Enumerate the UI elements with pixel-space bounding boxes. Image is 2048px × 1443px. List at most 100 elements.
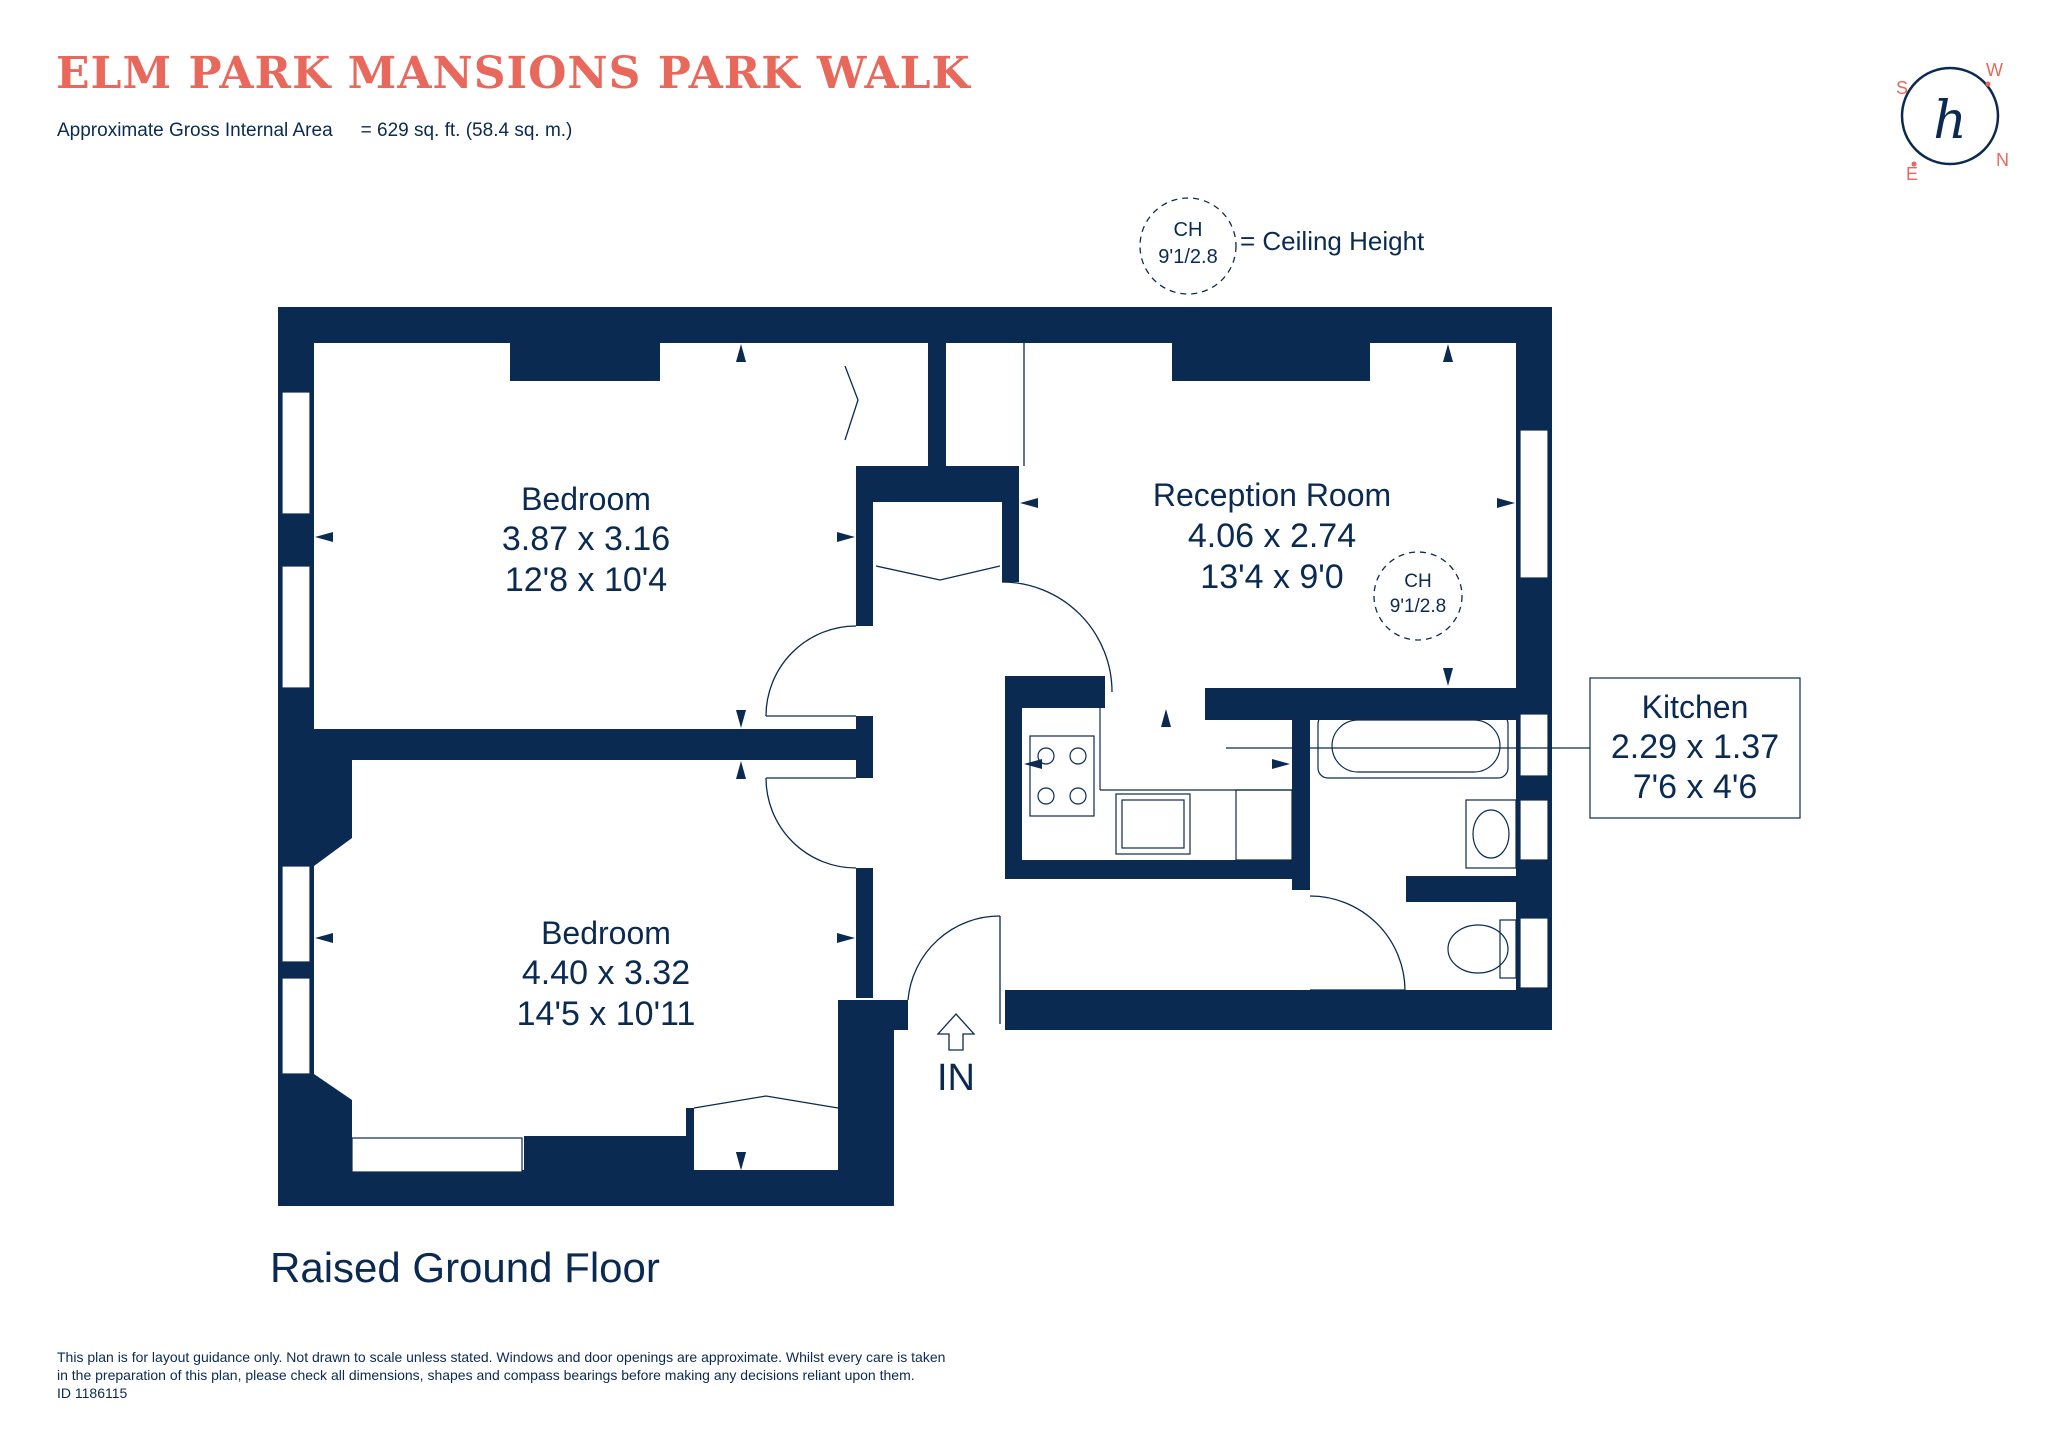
area-value: = 629 sq. ft. (58.4 sq. m.) [360, 120, 573, 141]
window-kitchen [1519, 713, 1549, 777]
window-bath-lower [1519, 917, 1549, 989]
fixtures [1029, 708, 1590, 979]
disclaimer-line-2: in the preparation of this plan, please … [57, 1367, 915, 1383]
wall-closet-right [1002, 466, 1019, 582]
reception-ceiling-height: CH 9'1/2.8 [1373, 551, 1463, 641]
room-label-reception: Reception Room 4.06 x 2.74 13'4 x 9'0 [1153, 477, 1391, 596]
fridge [1235, 789, 1293, 861]
hob-ring-1 [1037, 747, 1055, 765]
window-bedroom1-upper [281, 391, 311, 515]
door-bedroom1 [765, 625, 857, 717]
bath-basin-bowl [1472, 809, 1510, 859]
toilet-cistern [1499, 919, 1517, 979]
room-imperial: 12'8 x 10'4 [505, 561, 667, 599]
closet-wall-small [686, 1108, 694, 1172]
wall-kitchen-top-right [1205, 688, 1552, 720]
compass-letter-s: S [1896, 78, 1908, 98]
arrow-b2-right [837, 933, 855, 943]
compass-letter-e: E [1906, 164, 1918, 184]
compass-dot-w [1985, 81, 1991, 87]
compass-letter-n: N [1996, 150, 2009, 170]
wall-corridor-left-lower [856, 868, 873, 998]
chimney-breast-upper-left [510, 343, 660, 381]
wall-kitchen-left [1005, 676, 1022, 879]
room-label-bedroom-1: Bedroom 3.87 x 3.16 12'8 x 10'4 [502, 481, 670, 599]
wall-bathroom-stub [1406, 876, 1552, 902]
wall-bottom-left [278, 1170, 893, 1206]
ceiling-height-legend: CH 9'1/2.8 = Ceiling Height [1139, 197, 1425, 295]
arrow-b1-right [837, 532, 855, 542]
arrow-b2-left [315, 933, 333, 943]
room-metric: 2.29 x 1.37 [1611, 728, 1779, 766]
kitchen-sink [1115, 793, 1191, 855]
wall-corridor-left-upper [856, 466, 873, 626]
wall-kitchen-bottom [1005, 860, 1310, 879]
window-bath-upper [1519, 799, 1549, 861]
door-reception [1001, 581, 1113, 693]
reception-ch-label: CH [1404, 571, 1431, 592]
bay-wall-upper [314, 760, 352, 866]
plan-id: ID 1186115 [57, 1385, 128, 1401]
kitchen-label-box [1589, 677, 1801, 819]
room-metric: 4.06 x 2.74 [1188, 517, 1356, 555]
room-imperial: 14'5 x 10'11 [517, 995, 696, 1033]
arrow-b1-top [736, 344, 746, 362]
reception-ch-circle [1373, 551, 1463, 641]
ch-legend-circle [1139, 197, 1237, 295]
wall-top [278, 307, 1552, 343]
room-name: Bedroom [541, 915, 671, 951]
arrow-b1-bottom [736, 710, 746, 728]
chimney-breast-lower [524, 1136, 694, 1172]
window-bottom [351, 1137, 523, 1173]
area-label: Approximate Gross Internal Area [57, 120, 333, 141]
arrow-r-top [1443, 344, 1453, 362]
toilet-bowl [1447, 924, 1509, 974]
ch-legend-value: 9'1/2.8 [1158, 246, 1217, 268]
room-label-kitchen: Kitchen 2.29 x 1.37 7'6 x 4'6 [1589, 677, 1801, 819]
disclaimer-line-1: This plan is for layout guidance only. N… [57, 1349, 946, 1365]
door-wardrobe [844, 365, 859, 441]
walls [278, 307, 1552, 1206]
closet-wall-small-right [838, 1108, 846, 1172]
arrow-r-right [1497, 498, 1515, 508]
compass-logo: S W E N h [1896, 60, 2009, 184]
room-name: Bedroom [521, 481, 651, 517]
door-bottom-closet [693, 1095, 839, 1109]
window-bedroom1-lower [281, 565, 311, 689]
entrance-label: IN [937, 1057, 975, 1099]
bath-basin [1465, 799, 1517, 869]
reception-ch-value: 9'1/2.8 [1390, 596, 1446, 617]
hob-ring-2 [1069, 747, 1087, 765]
room-imperial: 13'4 x 9'0 [1200, 558, 1343, 596]
arrow-closet [736, 1152, 746, 1170]
arrow-k-left [1024, 759, 1042, 769]
hob-ring-4 [1069, 787, 1087, 805]
door-closet-pair [875, 565, 1001, 581]
doors [693, 343, 1406, 1109]
wall-bottom-right [1005, 990, 1552, 1030]
dimension-arrows [315, 344, 1515, 1170]
entrance-arrow-icon [936, 1013, 976, 1051]
door-entrance [907, 915, 1001, 1001]
compass-dot-e [1911, 161, 1917, 167]
room-label-bedroom-2: Bedroom 4.40 x 3.32 14'5 x 10'11 [517, 915, 696, 1033]
arrow-r-bottom [1443, 668, 1453, 686]
wall-bedrooms-divider [278, 729, 873, 760]
chimney-breast-upper-right [1172, 343, 1370, 381]
gross-internal-area: Approximate Gross Internal Area = 629 sq.… [57, 120, 572, 142]
room-imperial: 7'6 x 4'6 [1633, 768, 1758, 806]
arrow-k-right [1272, 759, 1290, 769]
windows [281, 391, 1549, 1173]
hob [1029, 735, 1095, 817]
room-metric: 4.40 x 3.32 [522, 954, 690, 992]
ch-legend-label: CH [1174, 219, 1203, 241]
arrow-r-left [1020, 498, 1038, 508]
wall-bottom-step [838, 1000, 894, 1206]
kitchen-sink-basin [1121, 799, 1185, 849]
bathtub-inner [1331, 719, 1501, 773]
window-bedroom2-upper [281, 865, 311, 963]
window-reception [1519, 429, 1549, 579]
hob-ring-3 [1037, 787, 1055, 805]
room-name: Reception Room [1153, 477, 1391, 513]
door-bedroom2 [765, 777, 857, 869]
